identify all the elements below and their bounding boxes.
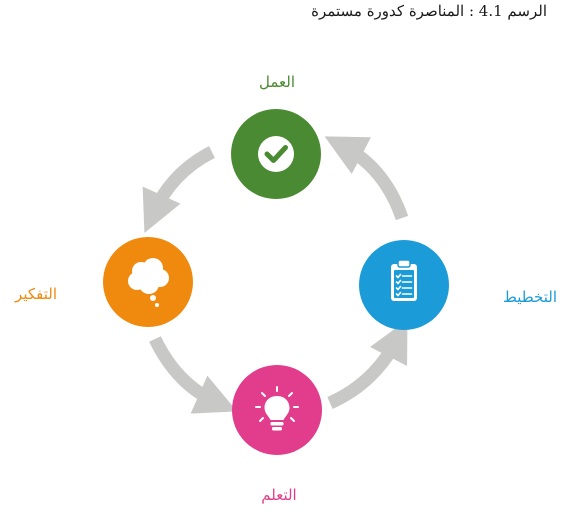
lightbulb-icon: [255, 386, 299, 431]
checkmark-icon: [258, 136, 294, 172]
figure-caption: الرسم 4.1 : المناصرة كدورة مستمرة: [311, 2, 547, 20]
thought-cloud-icon: [128, 258, 169, 307]
node-think-label: التفكير: [14, 285, 57, 303]
arrow-plan-to-act: [324, 136, 409, 221]
arrow-act-to-think: [142, 146, 216, 233]
node-learn: التعلم: [232, 365, 322, 504]
arrow-learn-to-plan: [327, 319, 408, 409]
node-act: العمل: [231, 73, 321, 199]
clipboard-icon: [391, 259, 417, 301]
node-plan-label: التخطيط: [503, 288, 557, 306]
node-plan: التخطيط: [359, 240, 557, 330]
arrow-think-to-learn: [149, 336, 238, 414]
node-act-label: العمل: [259, 73, 295, 91]
node-learn-label: التعلم: [261, 486, 296, 504]
node-think: التفكير: [14, 237, 193, 327]
